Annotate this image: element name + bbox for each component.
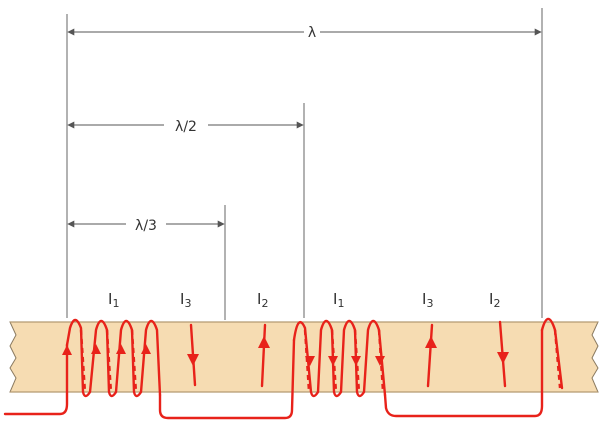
arrow-down bbox=[351, 356, 361, 366]
arrow-down bbox=[497, 352, 509, 364]
wire-connection-right bbox=[383, 328, 544, 418]
wire-turn-right bbox=[540, 317, 564, 390]
dimension-lambda-label: λ bbox=[308, 25, 316, 41]
arrow-up bbox=[116, 344, 126, 354]
arrow-up bbox=[258, 336, 270, 348]
dimension-lambda: λ bbox=[67, 25, 542, 41]
dimension-lambda-third-label: λ/3 bbox=[135, 218, 157, 234]
arrow-down bbox=[375, 356, 385, 366]
arrow-up bbox=[91, 344, 101, 354]
arrow-up bbox=[141, 344, 151, 354]
coil-direction-arrows bbox=[62, 344, 385, 366]
dimension-lambda-third: λ/3 bbox=[67, 218, 225, 234]
extension-lines bbox=[66, 8, 543, 320]
arrow-down bbox=[187, 354, 199, 366]
conductor-i2-left-up bbox=[258, 323, 270, 388]
wire-coil-middle-front bbox=[292, 319, 387, 398]
arrow-up bbox=[62, 345, 72, 355]
dimension-lambda-half: λ/2 bbox=[67, 119, 304, 135]
arrow-up bbox=[425, 336, 437, 348]
conductor-i3-right-up bbox=[425, 323, 437, 388]
wire-winding bbox=[3, 317, 564, 420]
wire-turn-right-back bbox=[553, 329, 562, 389]
current-label-i3-left: I3 bbox=[180, 290, 191, 310]
current-label-i1-left: I1 bbox=[108, 290, 119, 310]
wire-lead-in bbox=[3, 343, 69, 416]
current-label-i2-right: I2 bbox=[489, 290, 500, 310]
arrow-down bbox=[305, 356, 315, 366]
current-label-i2-left: I2 bbox=[257, 290, 268, 310]
isolated-conductors bbox=[187, 320, 509, 388]
arrow-down bbox=[328, 356, 338, 366]
current-label-i1-right: I1 bbox=[333, 290, 344, 310]
wire-coil-left-front bbox=[65, 318, 162, 398]
conductor-i2-right-down bbox=[497, 320, 509, 388]
wire-coil-left-back bbox=[79, 329, 138, 393]
conductor-i3-left-down bbox=[187, 323, 199, 387]
dimension-lambda-half-label: λ/2 bbox=[175, 119, 197, 135]
wire-connection-left bbox=[158, 338, 296, 420]
current-labels: I1 I3 I2 I1 I3 I2 bbox=[108, 290, 500, 310]
current-label-i3-right: I3 bbox=[422, 290, 433, 310]
